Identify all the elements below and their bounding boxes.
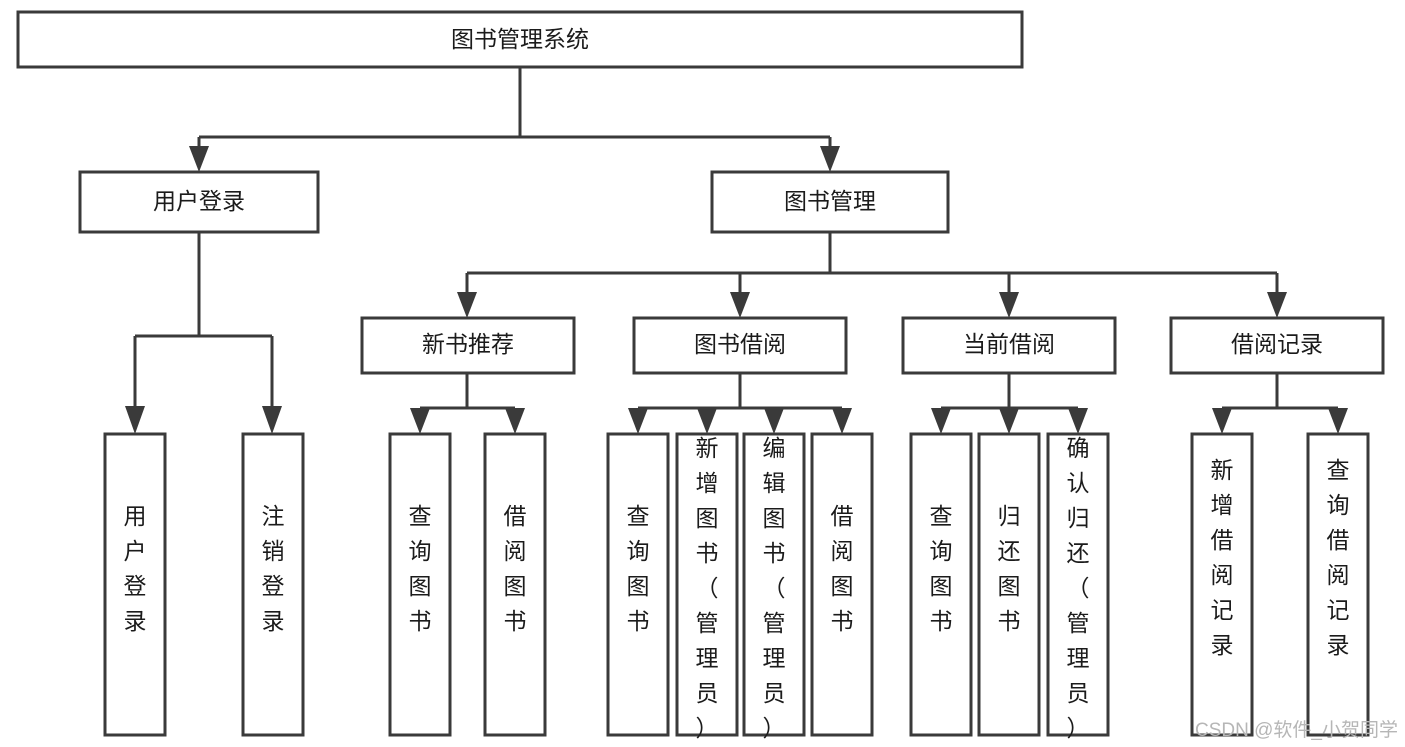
leaf-borrow-book-1-box[interactable] bbox=[483, 432, 547, 737]
leaf-borrow-book-2[interactable]: 借阅图书 bbox=[810, 432, 874, 737]
leaf-borrow-book-2-label: 借阅图书 bbox=[831, 503, 854, 634]
leaf-user-login-label: 用户登录 bbox=[124, 503, 147, 634]
arrow-to-leaf-query-book-2 bbox=[628, 408, 648, 434]
leaf-edit-book-label: 编辑图书（管理员） bbox=[763, 435, 786, 741]
arrow-to-leaf-borrow-book-2 bbox=[832, 408, 852, 434]
leaf-edit-book-box[interactable] bbox=[742, 432, 806, 737]
leaf-query-record-label: 查询借阅记录 bbox=[1327, 457, 1350, 658]
node-book-borrow[interactable]: 图书借阅 bbox=[632, 316, 848, 375]
node-borrow-record-box[interactable] bbox=[1169, 316, 1385, 375]
leaf-query-book-3-label: 查询图书 bbox=[930, 503, 953, 634]
arrow-to-leaf-borrow-book-1 bbox=[505, 408, 525, 434]
leaf-query-record[interactable]: 查询借阅记录 bbox=[1306, 432, 1370, 737]
leaf-add-book-box[interactable] bbox=[675, 432, 739, 737]
node-borrow-record[interactable]: 借阅记录 bbox=[1169, 316, 1385, 375]
arrow-to-leaf-return-book bbox=[999, 408, 1019, 434]
arrow-root-to-book-management bbox=[820, 146, 840, 172]
connectors-layer bbox=[125, 67, 1348, 434]
leaf-query-book-3[interactable]: 查询图书 bbox=[909, 432, 973, 737]
leaf-user-login[interactable]: 用户登录 bbox=[103, 432, 167, 737]
leaf-query-book-2[interactable]: 查询图书 bbox=[606, 432, 670, 737]
node-root-label: 图书管理系统 bbox=[451, 26, 589, 52]
node-current-borrow[interactable]: 当前借阅 bbox=[901, 316, 1117, 375]
node-borrow-record-label: 借阅记录 bbox=[1231, 331, 1323, 357]
arrow-to-leaf-logout bbox=[262, 406, 282, 434]
node-user-login-label: 用户登录 bbox=[153, 188, 245, 214]
node-book-management-box[interactable] bbox=[710, 170, 950, 234]
leaf-add-book[interactable]: 新增图书（管理员） bbox=[675, 432, 739, 741]
leaf-query-book-1-label: 查询图书 bbox=[409, 503, 432, 634]
arrow-root-to-user-login bbox=[189, 146, 209, 172]
node-user-login-box[interactable] bbox=[78, 170, 320, 234]
arrow-to-book-borrow bbox=[730, 292, 750, 318]
node-root[interactable]: 图书管理系统 bbox=[16, 10, 1024, 69]
node-root-box[interactable] bbox=[16, 10, 1024, 69]
leaf-add-book-label: 新增图书（管理员） bbox=[696, 435, 719, 741]
arrow-to-leaf-add-record bbox=[1212, 408, 1232, 434]
arrow-to-leaf-add-book bbox=[697, 408, 717, 434]
leaf-return-book-box[interactable] bbox=[977, 432, 1041, 737]
arrow-to-current-borrow bbox=[999, 292, 1019, 318]
leaf-add-record[interactable]: 新增借阅记录 bbox=[1190, 432, 1254, 737]
leaf-query-book-2-box[interactable] bbox=[606, 432, 670, 737]
arrow-to-new-book-recommend bbox=[457, 292, 477, 318]
arrow-to-leaf-confirm-return bbox=[1068, 408, 1088, 434]
arrow-to-leaf-user-login bbox=[125, 406, 145, 434]
node-current-borrow-label: 当前借阅 bbox=[963, 331, 1055, 357]
leaf-logout[interactable]: 注销登录 bbox=[241, 432, 305, 737]
leaf-logout-box[interactable] bbox=[241, 432, 305, 737]
leaf-confirm-return-label: 确认归还（管理员） bbox=[1067, 435, 1090, 741]
leaf-borrow-book-2-box[interactable] bbox=[810, 432, 874, 737]
leaf-borrow-book-1-label: 借阅图书 bbox=[504, 503, 527, 634]
node-book-borrow-box[interactable] bbox=[632, 316, 848, 375]
leaf-query-book-1-box[interactable] bbox=[388, 432, 452, 737]
watermark-label: CSDN @软件_小贺同学 bbox=[1195, 719, 1398, 741]
leaf-query-book-3-box[interactable] bbox=[909, 432, 973, 737]
leaf-query-book-1[interactable]: 查询图书 bbox=[388, 432, 452, 737]
arrow-to-leaf-query-book-3 bbox=[931, 408, 951, 434]
leaf-borrow-book-1[interactable]: 借阅图书 bbox=[483, 432, 547, 737]
leaf-confirm-return[interactable]: 确认归还（管理员） bbox=[1046, 432, 1110, 741]
node-new-book-recommend-label: 新书推荐 bbox=[422, 331, 514, 357]
leaf-add-record-box[interactable] bbox=[1190, 432, 1254, 737]
node-new-book-recommend[interactable]: 新书推荐 bbox=[360, 316, 576, 375]
node-user-login[interactable]: 用户登录 bbox=[78, 170, 320, 234]
arrow-to-borrow-record bbox=[1267, 292, 1287, 318]
arrow-to-leaf-query-book-1 bbox=[410, 408, 430, 434]
leaf-return-book[interactable]: 归还图书 bbox=[977, 432, 1041, 737]
leaf-query-book-2-label: 查询图书 bbox=[627, 503, 650, 634]
arrow-to-leaf-edit-book bbox=[764, 408, 784, 434]
leaf-user-login-box[interactable] bbox=[103, 432, 167, 737]
leaf-add-record-label: 新增借阅记录 bbox=[1211, 457, 1234, 658]
node-book-borrow-label: 图书借阅 bbox=[694, 331, 786, 357]
node-book-management-label: 图书管理 bbox=[784, 188, 876, 214]
leaf-confirm-return-box[interactable] bbox=[1046, 432, 1110, 737]
leaf-query-record-box[interactable] bbox=[1306, 432, 1370, 737]
arrow-to-leaf-query-record bbox=[1328, 408, 1348, 434]
leaf-logout-label: 注销登录 bbox=[262, 503, 285, 634]
leaf-edit-book[interactable]: 编辑图书（管理员） bbox=[742, 432, 806, 741]
node-new-book-recommend-box[interactable] bbox=[360, 316, 576, 375]
leaf-return-book-label: 归还图书 bbox=[998, 503, 1021, 634]
node-current-borrow-box[interactable] bbox=[901, 316, 1117, 375]
node-book-management[interactable]: 图书管理 bbox=[710, 170, 950, 234]
